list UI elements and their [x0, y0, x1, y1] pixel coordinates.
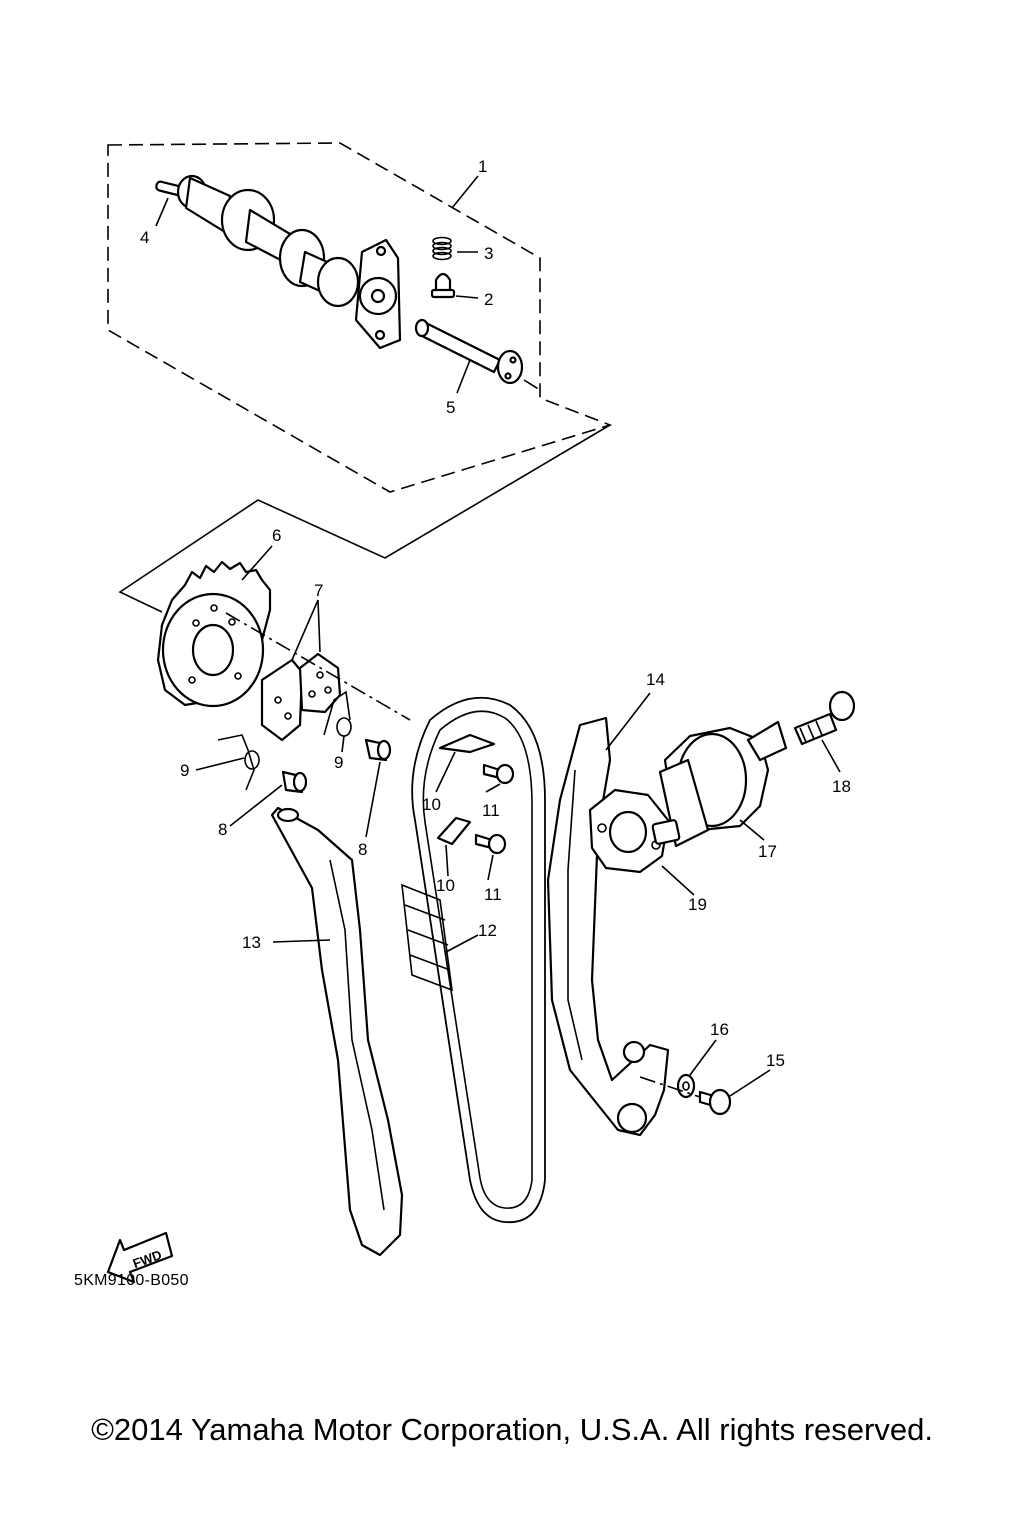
callout-11b: 11 [484, 885, 502, 904]
timing-chain-part [401, 696, 546, 1223]
decompression-shaft-part [414, 318, 524, 385]
copyright-notice: ©2014 Yamaha Motor Corporation, U.S.A. A… [91, 1412, 933, 1447]
chain-guide-small-part [436, 733, 496, 846]
tensioner-gasket-part [588, 788, 670, 874]
callout-4: 4 [140, 228, 149, 247]
callout-5: 5 [446, 398, 455, 417]
callout-7: 7 [314, 581, 323, 600]
callout-11a: 11 [482, 801, 500, 820]
callout-8a: 8 [218, 820, 227, 839]
torsion-spring-part [217, 690, 352, 791]
callout-13: 13 [242, 933, 261, 952]
chain-tensioner-part [651, 720, 788, 848]
callout-19: 19 [688, 895, 707, 914]
callout-9a: 9 [180, 761, 189, 780]
callout-16: 16 [710, 1020, 729, 1039]
callout-1: 1 [478, 157, 487, 176]
callout-6: 6 [272, 526, 281, 545]
callout-8b: 8 [358, 840, 367, 859]
chain-guide-intake-part [546, 716, 670, 1137]
camshaft-part [176, 174, 402, 350]
camshaft-assembly-boundary [107, 142, 613, 493]
callout-18: 18 [832, 777, 851, 796]
decompressor-plate-part [260, 652, 342, 742]
chain-guide-exhaust-part [270, 806, 404, 1257]
tensioner-bolt-part [793, 690, 856, 746]
callout-12: 12 [478, 921, 497, 940]
diagram-code: 5KM9100-B050 [74, 1272, 189, 1289]
callout-2: 2 [484, 290, 493, 309]
callout-15: 15 [766, 1051, 785, 1070]
callout-17: 17 [758, 842, 777, 861]
alignment-lines [225, 379, 701, 1098]
callout-14: 14 [646, 670, 665, 689]
callout-3: 3 [484, 244, 493, 263]
spring-part [432, 236, 452, 261]
plunger-part [430, 272, 456, 299]
guide-bolt-part [474, 763, 515, 855]
callout-10b: 10 [436, 876, 455, 895]
sprocket-bolt-part [281, 738, 392, 794]
washer-part [676, 1073, 696, 1099]
callout-9b: 9 [334, 753, 343, 772]
guide-pivot-bolt-part [698, 1088, 732, 1116]
leader-lines [155, 175, 841, 1097]
callout-10a: 10 [422, 795, 441, 814]
cam-sprocket-part [156, 560, 272, 708]
callout-labels: 1 2 3 4 5 6 7 8 8 9 9 10 10 11 11 12 13 … [140, 157, 851, 1070]
assembly-connector [118, 424, 611, 613]
